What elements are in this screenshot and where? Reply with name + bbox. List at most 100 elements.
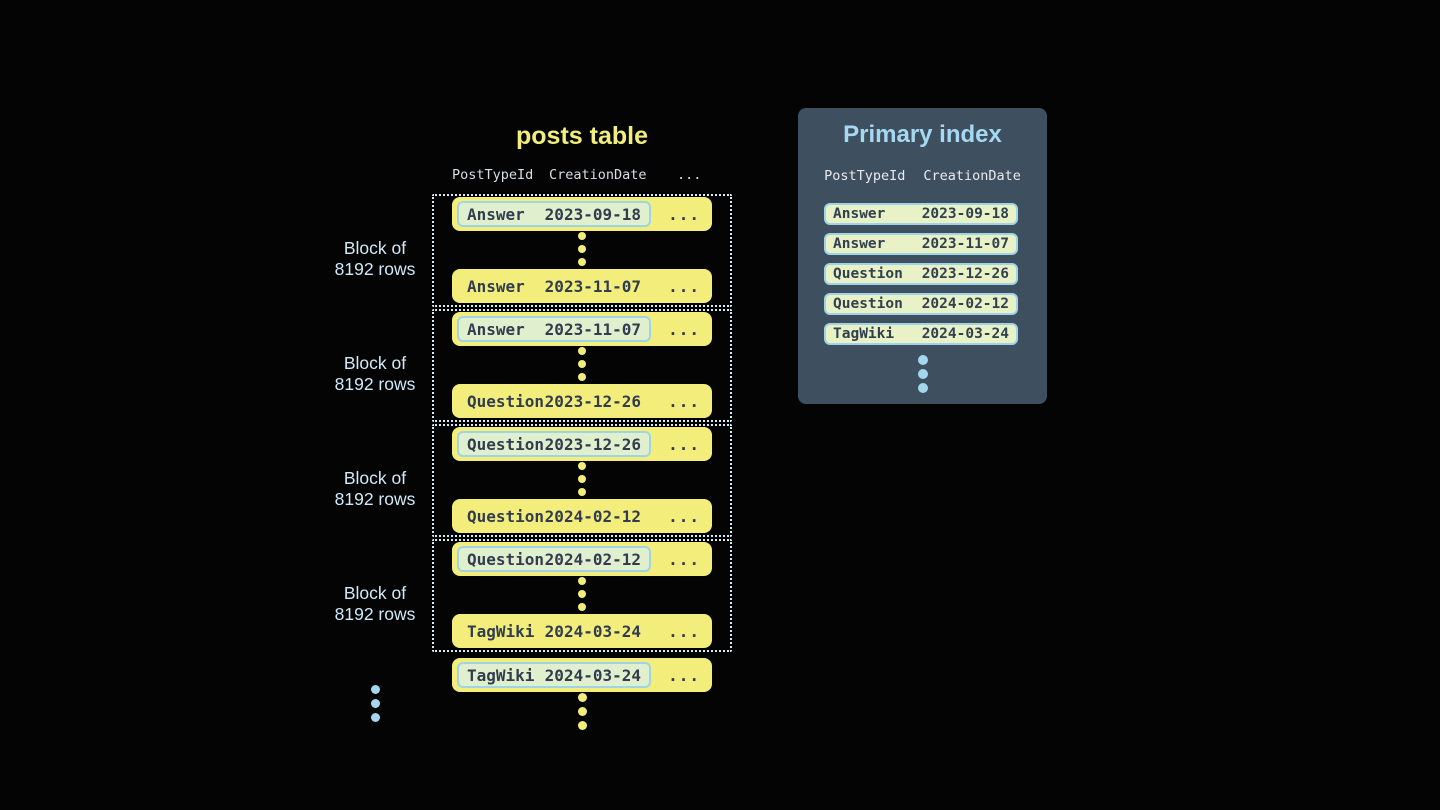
- post-type-value: Question: [833, 266, 903, 282]
- row-highlight: TagWiki 2024-03-24: [457, 662, 651, 688]
- dot-icon: [578, 347, 586, 355]
- block-label-3: Block of 8192 rows: [300, 468, 450, 510]
- block-label-line1: Block of: [343, 468, 407, 488]
- creation-date-value: 2023-11-07: [544, 276, 641, 296]
- row-ellipsis: ...: [668, 204, 700, 224]
- block-label-line2: 8192 rows: [334, 374, 416, 394]
- creation-date-value: 2023-12-26: [921, 266, 1009, 282]
- table-row: Answer 2023-11-07 ...: [452, 312, 712, 346]
- table-row: Question 2024-02-12 ...: [452, 499, 712, 533]
- row-plain: TagWiki 2024-03-24: [457, 618, 651, 644]
- creation-date-value: 2024-02-12: [544, 506, 641, 526]
- post-type-value: Question: [467, 434, 545, 454]
- dot-icon: [917, 383, 928, 393]
- index-entry: Answer 2023-11-07: [824, 233, 1018, 255]
- index-entry: TagWiki 2024-03-24: [824, 323, 1018, 345]
- table-row: Answer 2023-11-07 ...: [452, 269, 712, 303]
- blocks-continue-dots: [300, 685, 450, 722]
- block-2: Answer 2023-11-07 ... Question 2023-12-2…: [432, 309, 732, 422]
- posts-table-header-ellipsis: ...: [677, 167, 702, 183]
- dot-icon: [370, 699, 380, 708]
- creation-date-value: 2023-12-26: [544, 434, 641, 454]
- index-header-posttypeid: PostTypeId: [824, 168, 906, 184]
- table-row: Question 2024-02-12 ...: [452, 542, 712, 576]
- block-label-4: Block of 8192 rows: [300, 583, 450, 625]
- row-ellipsis: ...: [668, 276, 700, 296]
- dot-icon: [917, 369, 928, 379]
- table-row: TagWiki 2024-03-24 ...: [452, 614, 712, 648]
- table-row: Question 2023-12-26 ...: [452, 384, 712, 418]
- dot-icon: [370, 685, 380, 694]
- dot-icon: [578, 577, 586, 585]
- index-continues-dots: [798, 355, 1047, 393]
- posts-table-title: posts table: [516, 122, 648, 150]
- dot-icon: [578, 373, 586, 381]
- dot-icon: [578, 360, 586, 368]
- row-plain: Answer 2023-11-07: [457, 273, 651, 299]
- index-entry: Answer 2023-09-18: [824, 203, 1018, 225]
- row-highlight: Answer 2023-09-18: [457, 201, 651, 227]
- creation-date-value: 2023-09-18: [544, 204, 641, 224]
- posts-table-header-creationdate: CreationDate: [549, 167, 647, 183]
- post-type-value: Answer: [833, 206, 886, 222]
- dot-icon: [578, 475, 586, 483]
- row-highlight: Question 2024-02-12: [457, 546, 651, 572]
- post-type-value: Answer: [467, 204, 525, 224]
- row-ellipsis: ...: [668, 319, 700, 339]
- creation-date-value: 2023-11-07: [921, 236, 1009, 252]
- rows-omitted-dots: [434, 577, 730, 611]
- creation-date-value: 2024-02-12: [544, 549, 641, 569]
- post-type-value: Answer: [467, 276, 525, 296]
- row-highlight: Answer 2023-11-07: [457, 316, 651, 342]
- row-ellipsis: ...: [668, 665, 700, 685]
- row-highlight: Question 2023-12-26: [457, 431, 651, 457]
- posts-table-header-posttypeid: PostTypeId: [452, 167, 534, 183]
- block-label-line1: Block of: [343, 353, 407, 373]
- dot-icon: [370, 713, 380, 722]
- block-label-1: Block of 8192 rows: [300, 238, 450, 280]
- block-label-2: Block of 8192 rows: [300, 353, 450, 395]
- creation-date-value: 2024-03-24: [921, 326, 1009, 342]
- primary-index-title: Primary index: [843, 121, 1002, 148]
- creation-date-value: 2023-09-18: [921, 206, 1009, 222]
- dot-icon: [917, 355, 928, 365]
- block-3: Question 2023-12-26 ... Question 2024-02…: [432, 424, 732, 537]
- table-row: Answer 2023-09-18 ...: [452, 197, 712, 231]
- block-label-line2: 8192 rows: [334, 604, 416, 624]
- rows-omitted-dots: [434, 232, 730, 266]
- dot-icon: [577, 693, 587, 702]
- block-label-line2: 8192 rows: [334, 489, 416, 509]
- block-label-line1: Block of: [343, 238, 407, 258]
- dot-icon: [577, 707, 587, 716]
- rows-omitted-dots: [434, 347, 730, 381]
- post-type-value: Answer: [833, 236, 886, 252]
- dot-icon: [578, 245, 586, 253]
- post-type-value: TagWiki: [833, 326, 895, 342]
- table-row-overflow: TagWiki 2024-03-24 ...: [452, 658, 712, 692]
- dot-icon: [577, 721, 587, 730]
- post-type-value: TagWiki: [467, 621, 535, 641]
- post-type-value: Question: [467, 506, 545, 526]
- block-4: Question 2024-02-12 ... TagWiki 2024-03-…: [432, 539, 732, 652]
- row-ellipsis: ...: [668, 506, 700, 526]
- creation-date-value: 2024-03-24: [544, 621, 641, 641]
- row-ellipsis: ...: [668, 434, 700, 454]
- row-ellipsis: ...: [668, 549, 700, 569]
- index-entry: Question 2024-02-12: [824, 293, 1018, 315]
- row-ellipsis: ...: [668, 391, 700, 411]
- block-label-line1: Block of: [343, 583, 407, 603]
- row-plain: Question 2023-12-26: [457, 388, 651, 414]
- block-1: Answer 2023-09-18 ... Answer 2023-11-07 …: [432, 194, 732, 307]
- creation-date-value: 2023-12-26: [544, 391, 641, 411]
- creation-date-value: 2024-02-12: [921, 296, 1009, 312]
- row-ellipsis: ...: [668, 621, 700, 641]
- rows-omitted-dots: [434, 462, 730, 496]
- dot-icon: [578, 462, 586, 470]
- index-entry: Question 2023-12-26: [824, 263, 1018, 285]
- post-type-value: TagWiki: [467, 665, 535, 685]
- primary-index-panel: Primary index PostTypeId CreationDate An…: [798, 108, 1047, 404]
- row-plain: Question 2024-02-12: [457, 503, 651, 529]
- table-row: Question 2023-12-26 ...: [452, 427, 712, 461]
- dot-icon: [578, 258, 586, 266]
